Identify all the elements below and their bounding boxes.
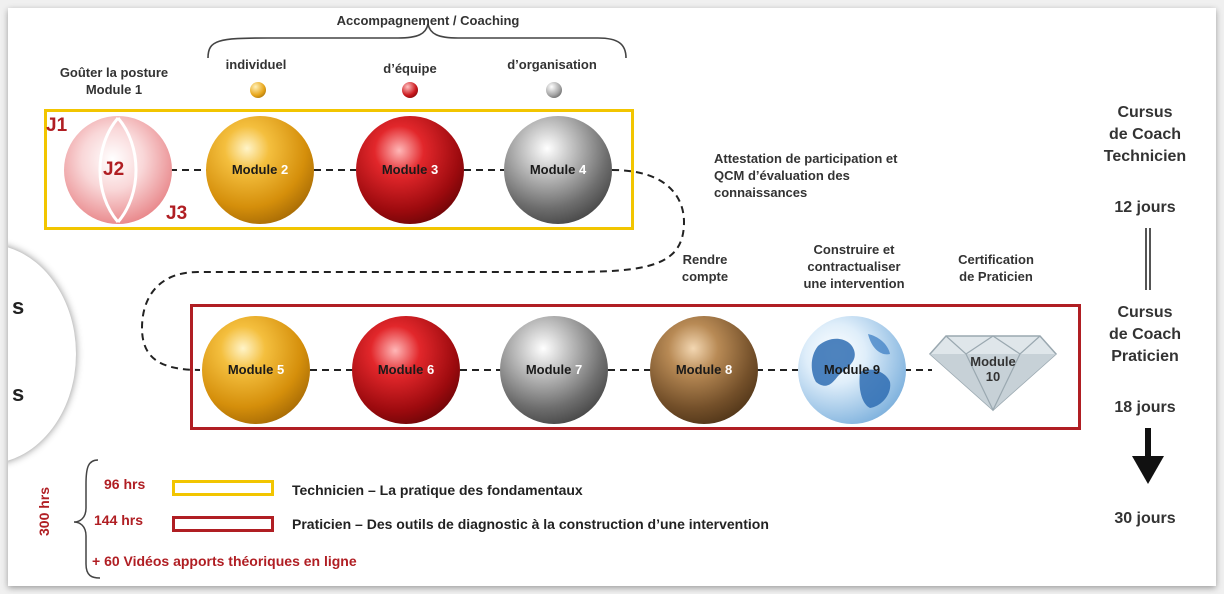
- equipe-dot-icon: [402, 82, 418, 98]
- module-label-9: Module 9: [798, 362, 906, 377]
- module-label-text: Module: [231, 162, 278, 177]
- module1-j1: J1: [46, 115, 68, 136]
- praticien-frame: [190, 304, 1081, 430]
- cursus-prat-line1: Cursus: [1117, 304, 1173, 321]
- coaching-type-equipe: d’équipe: [383, 61, 437, 76]
- module-number: 8: [724, 362, 733, 377]
- module-number: 10: [985, 369, 1001, 384]
- module-label-text: Module: [377, 362, 424, 377]
- module1-j2: J2: [103, 159, 125, 180]
- construire-line1: Construire et: [813, 242, 895, 257]
- module-label-6: Module 6: [352, 362, 460, 377]
- attestation-line1: Attestation de participation et: [714, 151, 898, 166]
- cursus-tech-line3: Technicien: [1103, 148, 1187, 165]
- step-label-certification: Certification de Praticien: [936, 251, 1056, 285]
- attestation-line2: QCM d’évaluation des: [714, 168, 850, 183]
- construire-line2: contractualiser: [807, 259, 901, 274]
- module-label-4: Module 4: [504, 162, 612, 177]
- prat-legend-swatch: [172, 516, 274, 532]
- module-label-text: Module: [227, 362, 274, 377]
- tech-legend-swatch: [172, 480, 274, 496]
- module-number: 6: [426, 362, 435, 377]
- diamond-icon: [928, 335, 1058, 412]
- module-label-text: Module: [529, 162, 576, 177]
- rendre-line1: Rendre: [682, 252, 728, 267]
- arrow-down-icon: [1132, 428, 1164, 484]
- module-label-7: Module 7: [500, 362, 608, 377]
- cursus-prat-days: 18 jours: [1114, 399, 1176, 416]
- module-sphere-6: Module 6: [352, 316, 460, 424]
- module-number: 5: [276, 362, 285, 377]
- coaching-type-organisation: d’organisation: [507, 57, 597, 72]
- hours-brace: [73, 459, 101, 579]
- module1-title-line2: Module 1: [85, 82, 143, 97]
- certif-line1: Certification: [958, 252, 1034, 267]
- module1-sphere: [64, 116, 172, 224]
- cursus-technicien: Cursus de Coach Technicien: [1090, 102, 1200, 168]
- module1-segments: [98, 117, 138, 223]
- certif-line2: de Praticien: [959, 269, 1033, 284]
- side-circle-char-2: s: [12, 381, 25, 406]
- cursus-prat-line2: de Coach: [1108, 326, 1181, 343]
- cursus-tech-line2: de Coach: [1108, 126, 1181, 143]
- module-number: 7: [574, 362, 583, 377]
- module-number: 2: [280, 162, 289, 177]
- step-label-rendre-compte: Rendre compte: [660, 251, 750, 285]
- tech-hours: 96 hrs: [104, 476, 146, 492]
- module-label-text: Module: [381, 162, 428, 177]
- diagram-canvas: s s Accompagnement / Coaching individuel…: [8, 8, 1216, 586]
- connector-lines: [73, 23, 932, 579]
- module-number: 3: [430, 162, 439, 177]
- module1-title-line1: Goûter la posture: [59, 65, 169, 80]
- module-sphere-4: Module 4: [504, 116, 612, 224]
- cursus-tech-days: 12 jours: [1114, 199, 1176, 216]
- attestation-line3: connaissances: [714, 185, 808, 200]
- module-label-10: Module 10: [948, 354, 1038, 384]
- total-hours: 300 hrs: [36, 486, 52, 536]
- prat-hours: 144 hrs: [94, 512, 144, 528]
- coaching-type-individuel: individuel: [225, 57, 287, 72]
- module-label-text: Module 9: [823, 362, 881, 377]
- construire-line3: une intervention: [803, 276, 905, 291]
- organisation-dot-icon: [546, 82, 562, 98]
- coaching-brace: [207, 23, 627, 59]
- step-label-construire: Construire et contractualiser une interv…: [784, 241, 924, 292]
- connector-row-link: [140, 169, 686, 371]
- module-sphere-9-globe: Module 9: [798, 316, 906, 424]
- videos-text: + 60 Vidéos apports théoriques en ligne: [92, 553, 357, 569]
- module-label-5: Module 5: [202, 362, 310, 377]
- module-label-2: Module 2: [206, 162, 314, 177]
- module-label-text: Module: [525, 362, 572, 377]
- module-sphere-5: Module 5: [202, 316, 310, 424]
- rendre-line2: compte: [681, 269, 729, 284]
- attestation-text: Attestation de participation et QCM d’év…: [714, 150, 954, 201]
- individuel-dot-icon: [250, 82, 266, 98]
- side-circle-char-1: s: [12, 294, 25, 319]
- module-label-3: Module 3: [356, 162, 464, 177]
- module-number: 4: [578, 162, 587, 177]
- cursus-prat-line3: Praticien: [1111, 348, 1179, 365]
- module-label-8: Module 8: [650, 362, 758, 377]
- cursus-divider: [1145, 228, 1151, 290]
- cursus-praticien: Cursus de Coach Praticien: [1090, 302, 1200, 368]
- module1-title: Goûter la posture Module 1: [34, 64, 194, 98]
- module-label-text: Module: [970, 354, 1016, 369]
- cursus-tech-line1: Cursus: [1117, 104, 1173, 121]
- module-sphere-8: Module 8: [650, 316, 758, 424]
- technicien-frame: [44, 109, 634, 230]
- module-label-text: Module: [675, 362, 722, 377]
- module-sphere-3: Module 3: [356, 116, 464, 224]
- cursus-total-days: 30 jours: [1114, 510, 1176, 527]
- module-sphere-2: Module 2: [206, 116, 314, 224]
- coaching-title: Accompagnement / Coaching: [336, 13, 520, 28]
- globe-continents: [811, 334, 891, 408]
- tech-legend-text: Technicien – La pratique des fondamentau…: [292, 482, 583, 498]
- module1-j3: J3: [166, 203, 188, 224]
- module-sphere-7: Module 7: [500, 316, 608, 424]
- prat-legend-text: Praticien – Des outils de diagnostic à l…: [292, 516, 769, 532]
